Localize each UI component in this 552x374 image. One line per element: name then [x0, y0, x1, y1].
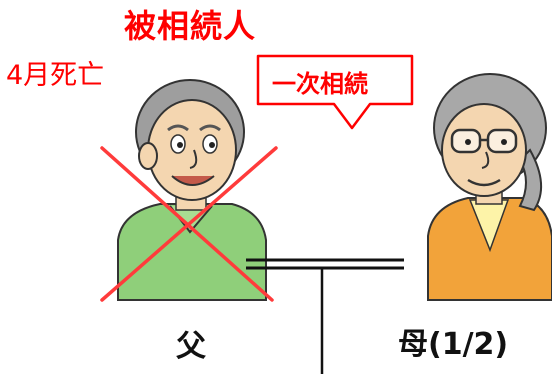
father-figure	[117, 79, 267, 301]
mother-label: 母(1/2)	[398, 327, 509, 362]
deceased-cross-mark	[100, 146, 278, 302]
mother-figure	[427, 73, 552, 301]
death-note: 4月死亡	[6, 60, 105, 91]
callout-label: 一次相続	[272, 70, 368, 98]
deceased-title: 被相続人	[124, 7, 257, 45]
callout-box	[256, 54, 414, 130]
father-label: 父	[176, 329, 206, 364]
family-connector-lines	[246, 258, 404, 374]
